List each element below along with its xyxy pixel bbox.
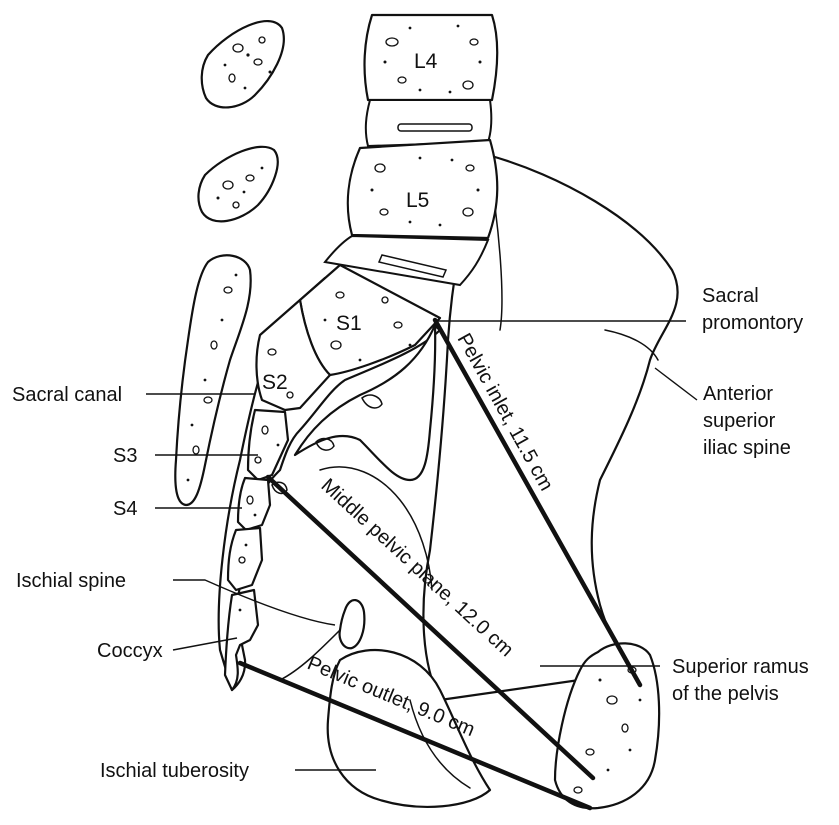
asis-label: Anterior superior iliac spine bbox=[703, 383, 791, 459]
s2-label: S2 bbox=[262, 371, 288, 394]
sacral-canal-label: Sacral canal bbox=[12, 384, 122, 406]
leader-asis bbox=[655, 368, 697, 400]
spinous-process-l4 bbox=[202, 21, 284, 107]
ischial-spine-label: Ischial spine bbox=[16, 570, 126, 592]
superior-ramus-line-1: Superior ramus bbox=[672, 656, 809, 678]
asis-line-2: superior bbox=[703, 410, 776, 432]
sacral-promontory-line-1: Sacral bbox=[702, 285, 759, 307]
sacral-promontory-label: Sacral promontory bbox=[702, 285, 803, 334]
l4-l5-disc bbox=[366, 100, 491, 146]
l4-label: L4 bbox=[414, 50, 438, 73]
l5-label: L5 bbox=[406, 189, 429, 212]
coccyx-label: Coccyx bbox=[97, 640, 163, 662]
s3-segment bbox=[248, 410, 288, 480]
superior-ramus-line-2: of the pelvis bbox=[672, 683, 779, 705]
asis-line-3: iliac spine bbox=[703, 437, 791, 459]
s3-label: S3 bbox=[113, 445, 137, 467]
ischial-tuberosity-label: Ischial tuberosity bbox=[100, 760, 249, 782]
s4-segment bbox=[238, 478, 270, 530]
s4-label: S4 bbox=[113, 498, 137, 520]
spinous-process-l5 bbox=[198, 147, 277, 222]
sacral-promontory-line-2: promontory bbox=[702, 312, 803, 334]
ischial-spine-bone bbox=[340, 600, 365, 648]
s1-label: S1 bbox=[336, 312, 362, 335]
asis-line-1: Anterior bbox=[703, 383, 773, 405]
superior-ramus-label: Superior ramus of the pelvis bbox=[672, 656, 814, 705]
